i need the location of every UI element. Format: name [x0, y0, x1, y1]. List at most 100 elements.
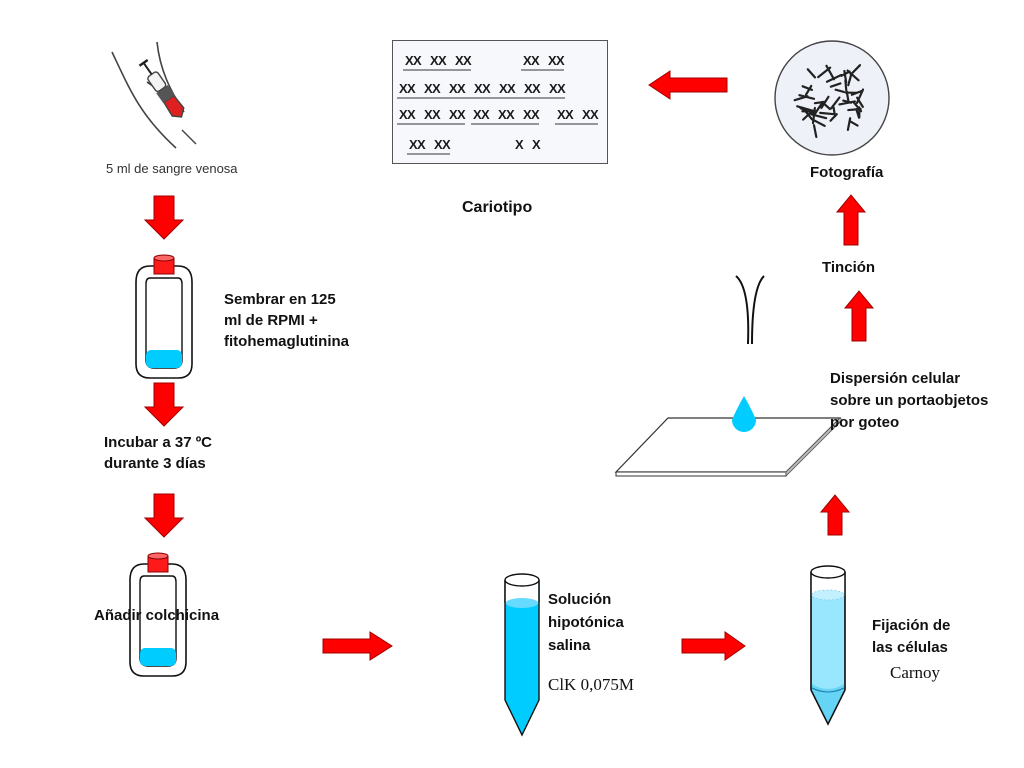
- incubate-label-line-1: Incubar a 37 ºC: [104, 434, 213, 451]
- chromosome: X: [531, 107, 540, 122]
- chromosome: X: [407, 107, 416, 122]
- chromosome: X: [557, 81, 566, 96]
- chromosome: [842, 99, 853, 104]
- chromosome: [820, 95, 830, 109]
- chromosome: [812, 124, 818, 139]
- metaphase-spread-icon: [774, 40, 890, 156]
- chromosome: X: [481, 107, 490, 122]
- chromosome: [855, 88, 865, 104]
- chromosome: X: [556, 53, 565, 68]
- hypotonic-label-line-1: Solución: [548, 591, 612, 608]
- chromosome: [847, 72, 853, 87]
- chromosome: [830, 96, 841, 110]
- arrow-hypotonic-to-fixation: [681, 631, 746, 661]
- chromosome: X: [565, 107, 574, 122]
- arrow-fixation-to-dispersion: [819, 494, 851, 536]
- chromosome: X: [499, 81, 508, 96]
- chromosome: [840, 70, 851, 77]
- chromosome: [849, 120, 859, 127]
- chromosome: X: [532, 137, 541, 152]
- chromosome: X: [455, 53, 464, 68]
- chromosome: [793, 95, 809, 102]
- chromosome: X: [409, 137, 418, 152]
- chromosome: [849, 64, 862, 76]
- test-tube-icon: [504, 573, 540, 737]
- chromosome: X: [424, 107, 433, 122]
- chromosome: X: [557, 107, 566, 122]
- chromosome: [855, 108, 861, 119]
- fixation-label-line-1: Fijación de: [872, 617, 951, 634]
- chromosome: X: [515, 137, 524, 152]
- chromosome: X: [407, 81, 416, 96]
- seed-label-line-2: ml de RPMI +: [224, 312, 318, 329]
- chromosome: X: [457, 107, 466, 122]
- arrow-dispersion-to-staining: [843, 290, 875, 342]
- chromosome: [838, 100, 857, 106]
- chromosome: X: [506, 107, 515, 122]
- photo-label: Fotografía: [810, 164, 884, 181]
- arrow-seed-to-incubate: [143, 382, 185, 427]
- chromosome: [811, 106, 816, 125]
- test-tube-icon: [810, 565, 846, 726]
- chromosome: X: [438, 53, 447, 68]
- chromosome: X: [531, 53, 540, 68]
- seed-label-line-1: Sembrar en 125: [224, 291, 336, 308]
- arrow-photo-to-karyotype: [648, 70, 728, 100]
- chromosome: [843, 69, 848, 84]
- chromosome: X: [549, 81, 558, 96]
- chromosome: X: [434, 137, 443, 152]
- chromosome: X: [590, 107, 599, 122]
- chromosome: [846, 117, 852, 132]
- chromosome: X: [417, 137, 426, 152]
- chromosome: [829, 82, 842, 88]
- chromosome: X: [582, 107, 591, 122]
- arrow-blood-to-seed: [143, 195, 185, 240]
- chromosome: X: [449, 107, 458, 122]
- incubate-label-line-2: durante 3 días: [104, 455, 206, 472]
- chromosome: X: [498, 107, 507, 122]
- chromosome: X: [482, 81, 491, 96]
- culture-flask-icon: [135, 254, 193, 379]
- staining-label: Tinción: [822, 259, 876, 276]
- chromosome: [832, 106, 837, 118]
- arrow-incubate-to-colchicine: [143, 493, 185, 538]
- seed-label-line-3: fitohemaglutinina: [224, 333, 349, 350]
- chromosome: X: [473, 107, 482, 122]
- arrow-colchicine-to-hypotonic: [322, 631, 393, 661]
- chromosome: [806, 68, 817, 79]
- hypotonic-label-line-2: hipotónica: [548, 614, 624, 631]
- karyotype-label: Cariotipo: [462, 199, 533, 216]
- chromosome: [819, 111, 835, 116]
- chromosome: X: [399, 81, 408, 96]
- chromosome: [825, 64, 836, 81]
- chromosome: [817, 66, 832, 79]
- chromosome: X: [463, 53, 472, 68]
- chromosome: X: [430, 53, 439, 68]
- chromosome: [847, 107, 862, 112]
- chromosome: [850, 89, 864, 96]
- chromosome: X: [432, 81, 441, 96]
- chromosome: X: [424, 81, 433, 96]
- fixation-note: Carnoy: [890, 663, 941, 682]
- dispersion-label-line-3: por goteo: [830, 414, 900, 431]
- chromosome: [813, 102, 824, 116]
- chromosome: X: [442, 137, 451, 152]
- fixation-label-line-2: las células: [872, 639, 948, 656]
- chromosome: X: [523, 53, 532, 68]
- chromosome: X: [548, 53, 557, 68]
- chromosome: X: [457, 81, 466, 96]
- chromosome: [799, 107, 816, 115]
- chromosome: X: [524, 81, 533, 96]
- colchicine-label: Añadir colchicina: [94, 607, 220, 624]
- chromosome: [829, 113, 838, 122]
- chromosome: [796, 105, 814, 112]
- blood-caption: 5 ml de sangre venosa: [106, 161, 238, 176]
- chromosome: X: [449, 81, 458, 96]
- chromosome: X: [507, 81, 516, 96]
- chromosome: X: [399, 107, 408, 122]
- chromosome: X: [432, 107, 441, 122]
- chromosome: X: [413, 53, 422, 68]
- chromosome: X: [405, 53, 414, 68]
- pipette-slide-icon: [614, 275, 843, 477]
